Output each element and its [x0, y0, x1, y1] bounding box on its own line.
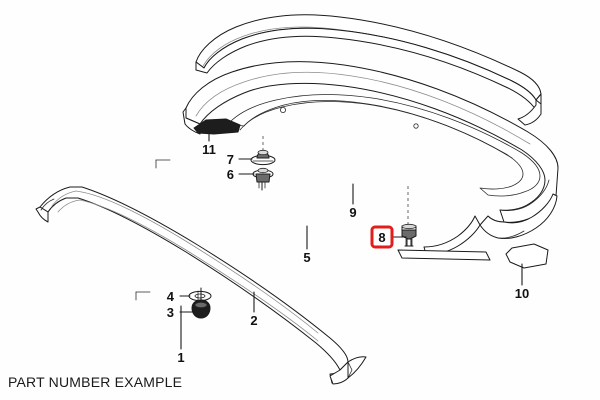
part-3-mounting-clip — [191, 287, 211, 319]
callout-10: 10 — [515, 286, 529, 301]
callout-11: 11 — [202, 142, 216, 157]
part-5-spoiler-base-panel — [182, 61, 559, 255]
part-11-left-gasket-pad — [193, 118, 241, 135]
part-1-lower-spoiler-outline — [135, 291, 151, 301]
part-6-lower-grommet-nut — [252, 167, 274, 191]
callout-labels: 1 2 3 4 5 6 7 9 10 11 — [167, 142, 529, 365]
callout-4: 4 — [167, 289, 175, 304]
guide-bracket-part5 — [155, 159, 171, 169]
part-9-rear-spoiler-wing — [195, 14, 542, 126]
callout-5: 5 — [303, 250, 310, 265]
highlight-label: 8 — [378, 230, 385, 245]
part-4-washer-grommet — [188, 290, 212, 302]
base-panel-lower-tab — [397, 249, 491, 261]
part-8-mounting-screw — [401, 223, 417, 247]
callout-9: 9 — [349, 205, 356, 220]
part-7-upper-grommet-nut — [250, 149, 276, 166]
part-10-right-gasket-pad — [505, 243, 549, 269]
part-2-lower-spoiler-blade — [35, 186, 367, 385]
callout-7: 7 — [227, 152, 234, 167]
callout-leaders — [179, 130, 523, 350]
callout-3: 3 — [167, 305, 174, 320]
callout-6: 6 — [227, 167, 234, 182]
callout-1: 1 — [177, 350, 184, 365]
highlight-box — [370, 225, 394, 249]
highlighted-callout-8[interactable]: 8 — [370, 225, 394, 249]
callout-2: 2 — [250, 313, 257, 328]
caption-text: PART NUMBER EXAMPLE — [8, 374, 183, 390]
